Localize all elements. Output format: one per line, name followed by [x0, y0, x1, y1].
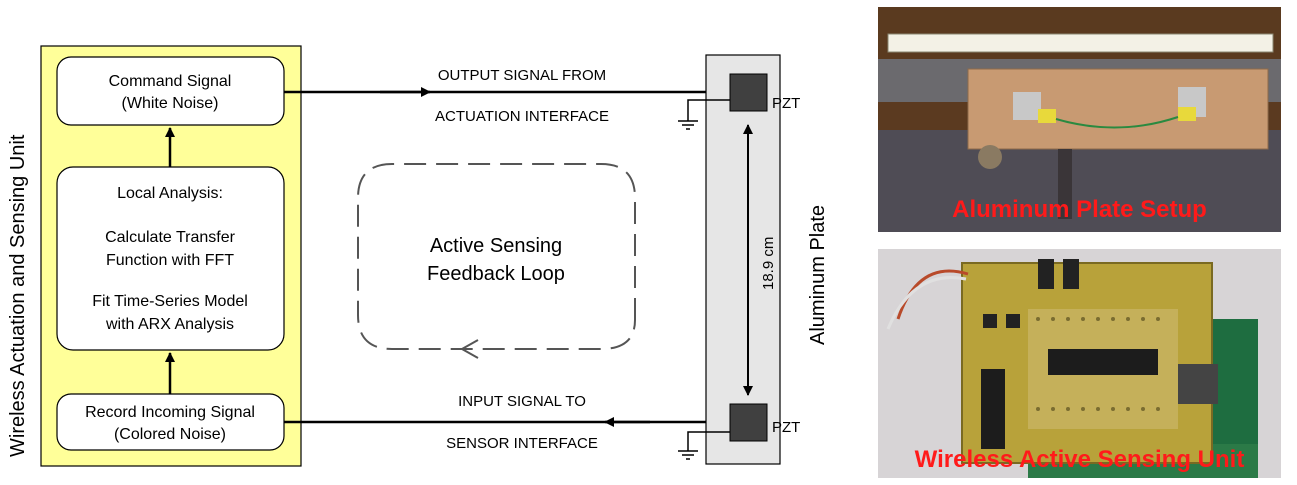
wireless-sensing-unit-photo: Wireless Active Sensing Unit	[878, 249, 1281, 478]
input-signal-label1: INPUT SIGNAL TO	[458, 393, 586, 410]
pzt-bottom-label: PZT	[772, 419, 800, 436]
ground-symbol-bottom	[678, 431, 730, 460]
input-signal-label2: SENSOR INTERFACE	[446, 435, 598, 452]
feedback-loop-line2: Feedback Loop	[427, 263, 565, 285]
output-signal-label2: ACTUATION INTERFACE	[435, 108, 609, 125]
analysis-line2: Function with FFT	[106, 252, 234, 269]
feedback-loop-arrowhead	[459, 339, 479, 359]
ground-symbol-top	[678, 99, 730, 130]
feedback-loop-outline	[357, 163, 636, 350]
system-diagram: Wireless Actuation and Sensing Unit Comm…	[7, 45, 829, 467]
pzt-top-label: PZT	[772, 95, 800, 112]
sensing-unit-caption: Wireless Active Sensing Unit	[914, 446, 1245, 473]
analysis-line1: Calculate Transfer	[105, 229, 236, 246]
local-analysis-box: Local Analysis: Calculate Transfer Funct…	[56, 166, 285, 351]
record-line1: Record Incoming Signal	[85, 404, 255, 421]
output-signal-label1: OUTPUT SIGNAL FROM	[438, 67, 606, 84]
command-signal-box: Command Signal (White Noise)	[56, 56, 285, 126]
analysis-line3: Fit Time-Series Model	[92, 293, 248, 310]
plate-setup-illustration	[878, 7, 1281, 232]
pzt-bottom	[729, 403, 768, 442]
record-signal-box: Record Incoming Signal (Colored Noise)	[56, 393, 285, 451]
aluminum-plate-setup-photo: Aluminum Plate Setup	[878, 7, 1281, 232]
record-line2: (Colored Noise)	[114, 426, 226, 443]
command-line1: Command Signal	[109, 73, 232, 90]
plate-setup-caption: Aluminum Plate Setup	[952, 196, 1207, 223]
analysis-line4: with ARX Analysis	[105, 316, 234, 333]
unit-side-label: Wireless Actuation and Sensing Unit	[7, 134, 29, 457]
distance-label: 18.9 cm	[760, 237, 777, 290]
command-line2: (White Noise)	[122, 95, 219, 112]
feedback-loop-line1: Active Sensing	[430, 235, 562, 257]
pzt-top	[729, 73, 768, 112]
plate-label: Aluminum Plate	[807, 205, 829, 345]
analysis-title: Local Analysis:	[117, 185, 223, 202]
sensing-unit-illustration	[878, 249, 1281, 478]
